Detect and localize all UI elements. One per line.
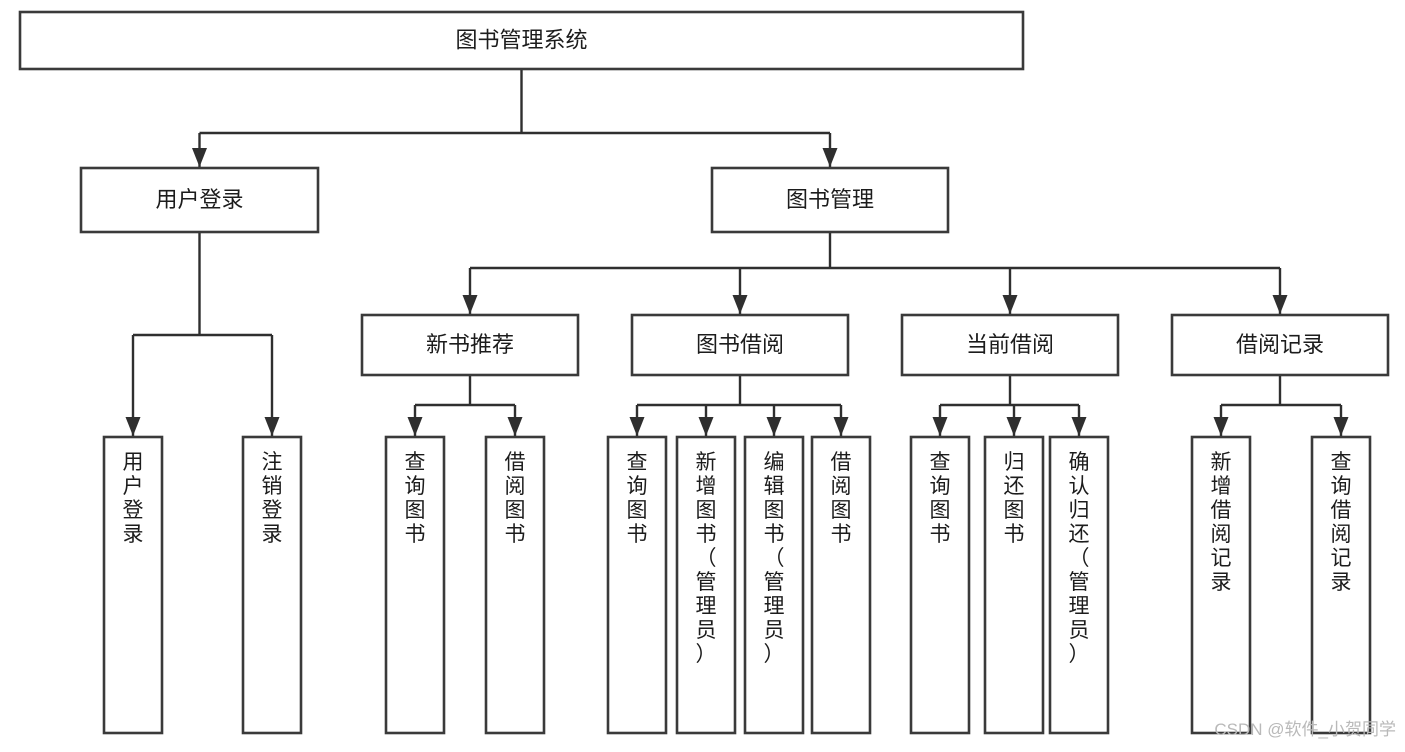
arrow-head-icon bbox=[822, 148, 838, 167]
node-box bbox=[900, 313, 1120, 377]
arrow-head-icon bbox=[507, 417, 523, 436]
node-level3-图书借阅[interactable]: 图书借阅 bbox=[630, 313, 850, 377]
node-label: 确认归还（管理员） bbox=[1069, 451, 1090, 666]
node-level2-用户登录[interactable]: 用户登录 bbox=[79, 166, 320, 234]
node-label: 注销登录 bbox=[262, 451, 283, 546]
arrow-head-icon bbox=[1333, 417, 1349, 436]
arrow-head-icon bbox=[833, 417, 849, 436]
node-leaf-借阅图书[interactable]: 借阅图书 bbox=[484, 435, 546, 735]
arrow-head-icon bbox=[264, 417, 280, 436]
node-box bbox=[909, 435, 971, 735]
node-label: 借阅图书 bbox=[831, 451, 852, 546]
node-leaf-新增图书管理员[interactable]: 新增图书（管理员） bbox=[675, 435, 737, 735]
node-label: 归还图书 bbox=[1004, 451, 1025, 546]
node-leaf-查询图书[interactable]: 查询图书 bbox=[909, 435, 971, 735]
node-leaf-注销登录[interactable]: 注销登录 bbox=[241, 435, 303, 735]
node-label: 图书管理系统 bbox=[455, 27, 587, 52]
arrow-head-icon bbox=[1002, 295, 1018, 314]
node-level2-图书管理[interactable]: 图书管理 bbox=[710, 166, 950, 234]
node-label: 查询图书 bbox=[405, 451, 426, 546]
node-box bbox=[79, 166, 320, 234]
node-box bbox=[360, 313, 580, 377]
node-level3-当前借阅[interactable]: 当前借阅 bbox=[900, 313, 1120, 377]
arrow-head-icon bbox=[462, 295, 478, 314]
arrow-head-icon bbox=[125, 417, 141, 436]
node-label: 借阅图书 bbox=[505, 451, 526, 546]
arrow-head-icon bbox=[1213, 417, 1229, 436]
node-leaf-新增借阅记录[interactable]: 新增借阅记录 bbox=[1190, 435, 1252, 735]
node-label: 查询图书 bbox=[930, 451, 951, 546]
node-box bbox=[484, 435, 546, 735]
arrow-head-icon bbox=[932, 417, 948, 436]
node-level3-新书推荐[interactable]: 新书推荐 bbox=[360, 313, 580, 377]
node-label: 用户登录 bbox=[155, 187, 243, 212]
node-label: 查询图书 bbox=[627, 451, 648, 546]
arrow-head-icon bbox=[732, 295, 748, 314]
node-leaf-查询图书[interactable]: 查询图书 bbox=[384, 435, 446, 735]
connector-layer bbox=[125, 69, 1349, 436]
node-box bbox=[630, 313, 850, 377]
node-label: 图书借阅 bbox=[696, 332, 784, 357]
node-leaf-编辑图书管理员[interactable]: 编辑图书（管理员） bbox=[743, 435, 805, 735]
node-box bbox=[384, 435, 446, 735]
node-leaf-查询借阅记录[interactable]: 查询借阅记录 bbox=[1310, 435, 1372, 735]
arrow-head-icon bbox=[629, 417, 645, 436]
arrow-head-icon bbox=[1272, 295, 1288, 314]
arrow-head-icon bbox=[698, 417, 714, 436]
node-label: 新书推荐 bbox=[426, 332, 514, 357]
node-layer: 图书管理系统用户登录图书管理新书推荐图书借阅当前借阅借阅记录用户登录注销登录查询… bbox=[18, 10, 1390, 735]
node-box bbox=[1170, 313, 1390, 377]
node-box bbox=[983, 435, 1045, 735]
node-label: 借阅记录 bbox=[1236, 332, 1324, 357]
arrow-head-icon bbox=[192, 148, 207, 167]
node-box bbox=[1048, 435, 1110, 735]
node-box bbox=[1310, 435, 1372, 735]
node-root-图书管理系统[interactable]: 图书管理系统 bbox=[18, 10, 1025, 71]
arrow-head-icon bbox=[1071, 417, 1087, 436]
node-box bbox=[102, 435, 164, 735]
node-leaf-用户登录[interactable]: 用户登录 bbox=[102, 435, 164, 735]
arrow-head-icon bbox=[407, 417, 423, 436]
node-label: 当前借阅 bbox=[966, 332, 1054, 357]
node-box bbox=[743, 435, 805, 735]
node-label: 编辑图书（管理员） bbox=[764, 451, 785, 666]
node-box bbox=[1190, 435, 1252, 735]
node-leaf-归还图书[interactable]: 归还图书 bbox=[983, 435, 1045, 735]
arrow-head-icon bbox=[766, 417, 782, 436]
node-leaf-查询图书[interactable]: 查询图书 bbox=[606, 435, 668, 735]
node-box bbox=[241, 435, 303, 735]
node-label: 查询借阅记录 bbox=[1331, 451, 1352, 594]
node-box bbox=[710, 166, 950, 234]
node-leaf-借阅图书[interactable]: 借阅图书 bbox=[810, 435, 872, 735]
csdn-watermark: CSDN @软件_小贺同学 bbox=[1214, 720, 1396, 739]
node-box bbox=[810, 435, 872, 735]
node-label: 图书管理 bbox=[786, 187, 874, 212]
node-level3-借阅记录[interactable]: 借阅记录 bbox=[1170, 313, 1390, 377]
node-box bbox=[18, 10, 1025, 71]
node-label: 新增借阅记录 bbox=[1211, 451, 1232, 594]
node-box bbox=[606, 435, 668, 735]
node-box bbox=[675, 435, 737, 735]
arrow-head-icon bbox=[1006, 417, 1022, 436]
node-leaf-确认归还管理员[interactable]: 确认归还（管理员） bbox=[1048, 435, 1110, 735]
node-label: 用户登录 bbox=[123, 451, 144, 546]
node-label: 新增图书（管理员） bbox=[696, 451, 717, 666]
